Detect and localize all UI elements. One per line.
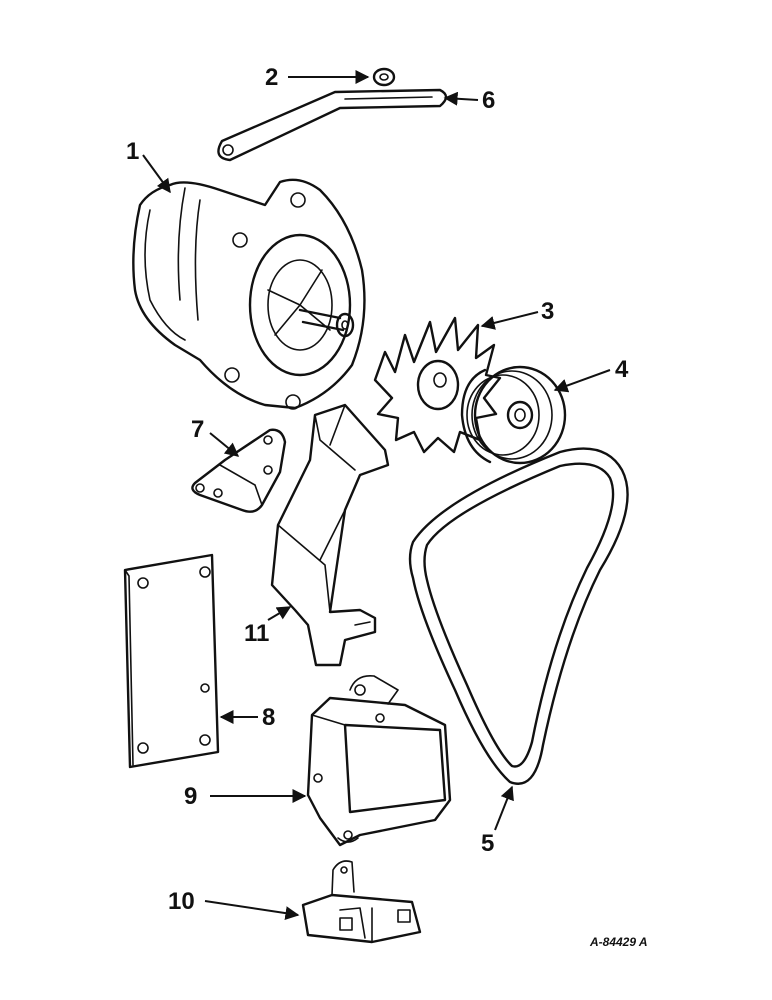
shield-bracket-part — [270, 403, 390, 667]
fan-part — [373, 316, 502, 454]
mounting-bracket-part — [191, 428, 287, 513]
callout-3: 3 — [541, 298, 555, 325]
reference-code: A-84429 A — [590, 935, 648, 949]
nut-part — [372, 67, 396, 87]
pulley-part — [460, 365, 567, 465]
connector-block-part — [301, 860, 422, 944]
callout-7: 7 — [191, 416, 205, 443]
callout-4: 4 — [615, 356, 629, 383]
leader-6 — [443, 91, 479, 106]
leader-11 — [267, 606, 292, 621]
callout-11: 11 — [244, 620, 270, 647]
leader-4 — [553, 369, 611, 393]
belt-part — [408, 447, 629, 785]
callout-6: 6 — [482, 87, 496, 114]
callout-1: 1 — [126, 138, 140, 165]
voltage-regulator-part — [306, 674, 452, 847]
callout-8: 8 — [262, 704, 276, 731]
leader-1 — [142, 154, 171, 194]
callout-2: 2 — [265, 64, 279, 91]
callout-5: 5 — [481, 830, 495, 857]
leader-10 — [204, 900, 300, 921]
leader-5 — [494, 785, 514, 831]
callout-10: 10 — [168, 888, 195, 915]
leader-3 — [480, 311, 539, 330]
mounting-plate-part — [123, 553, 220, 769]
callout-9: 9 — [184, 783, 198, 810]
adjusting-strap-part — [217, 88, 448, 162]
leader-7 — [209, 432, 240, 457]
alternator-part — [132, 178, 366, 410]
leader-lines — [142, 70, 611, 921]
